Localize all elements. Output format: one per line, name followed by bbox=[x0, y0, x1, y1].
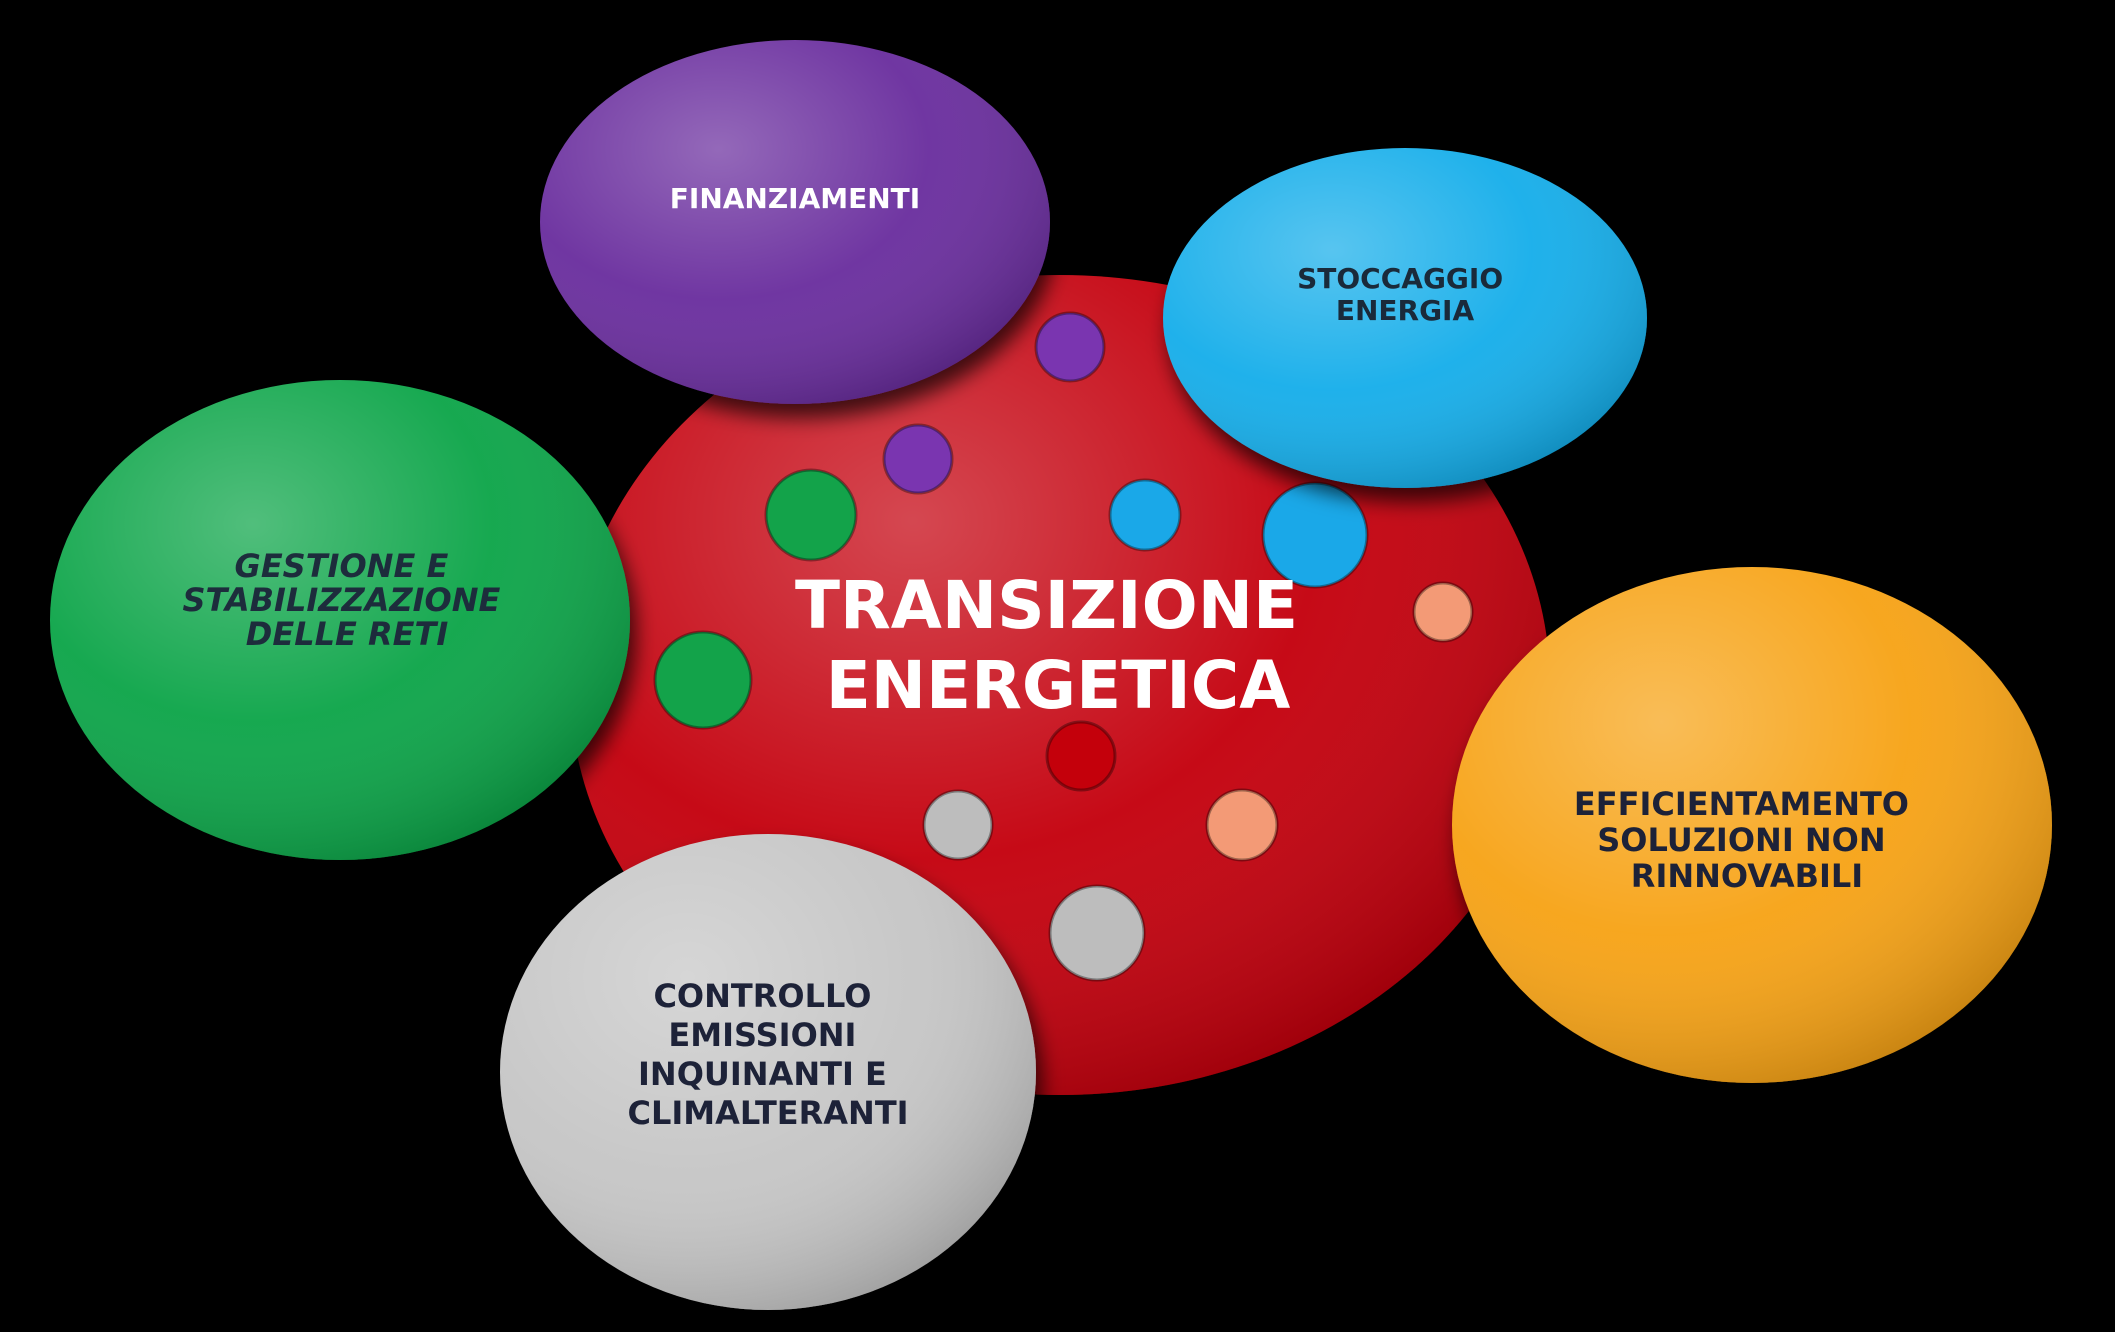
node-gestione-line-3: DELLE RETI bbox=[246, 615, 449, 653]
node-gestione: GESTIONE E STABILIZZAZIONE DELLE RETI bbox=[50, 380, 630, 860]
node-efficientamento-line-2: SOLUZIONI NON bbox=[1597, 821, 1885, 859]
center-label-line-1: TRANSIZIONE bbox=[795, 567, 1298, 644]
node-stoccaggio: STOCCAGGIO ENERGIA bbox=[1163, 148, 1647, 488]
node-gestione-line-2: STABILIZZAZIONE bbox=[182, 581, 500, 619]
dot-salmon-right bbox=[1412, 581, 1474, 643]
dot-purple-top bbox=[1034, 311, 1106, 383]
node-gestione-label: GESTIONE E STABILIZZAZIONE DELLE RETI bbox=[182, 547, 511, 653]
dot-blue-large bbox=[1261, 481, 1369, 589]
dot-gray-large bbox=[1048, 884, 1146, 982]
node-gestione-line-1: GESTIONE E bbox=[235, 547, 449, 585]
dot-salmon-lower bbox=[1205, 788, 1279, 862]
node-controllo: CONTROLLO EMISSIONI INQUINANTI E CLIMALT… bbox=[500, 834, 1036, 1310]
node-controllo-line-2: EMISSIONI bbox=[668, 1016, 856, 1054]
node-efficientamento-label: EFFICIENTAMENTO SOLUZIONI NON RINNOVABIL… bbox=[1574, 785, 1920, 895]
node-efficientamento: EFFICIENTAMENTO SOLUZIONI NON RINNOVABIL… bbox=[1452, 567, 2052, 1083]
node-gestione-shine bbox=[50, 380, 630, 860]
node-controllo-shine bbox=[500, 834, 1036, 1310]
node-stoccaggio-line-2: ENERGIA bbox=[1336, 294, 1475, 327]
node-stoccaggio-label: STOCCAGGIO ENERGIA bbox=[1297, 262, 1513, 327]
node-controllo-line-1: CONTROLLO bbox=[653, 977, 871, 1015]
node-controllo-label: CONTROLLO EMISSIONI INQUINANTI E CLIMALT… bbox=[627, 977, 908, 1132]
accent-dots bbox=[653, 311, 1474, 982]
dot-blue-small bbox=[1108, 478, 1182, 552]
node-efficientamento-shine bbox=[1452, 567, 2052, 1083]
dot-red bbox=[1045, 720, 1117, 792]
dot-green-lower bbox=[653, 630, 753, 730]
dot-purple-mid bbox=[882, 423, 954, 495]
node-controllo-line-3: INQUINANTI E bbox=[638, 1055, 887, 1093]
node-finanziamenti-line-1: FINANZIAMENTI bbox=[670, 182, 920, 215]
center-label: TRANSIZIONE ENERGETICA bbox=[795, 567, 1321, 724]
node-stoccaggio-line-1: STOCCAGGIO bbox=[1297, 262, 1503, 295]
dot-green-upper bbox=[764, 468, 858, 562]
center-label-line-2: ENERGETICA bbox=[826, 647, 1291, 724]
node-stoccaggio-shine bbox=[1163, 148, 1647, 488]
node-finanziamenti-shine bbox=[540, 40, 1050, 404]
node-efficientamento-line-3: RINNOVABILI bbox=[1631, 857, 1863, 895]
node-efficientamento-line-1: EFFICIENTAMENTO bbox=[1574, 785, 1909, 823]
dot-gray-small bbox=[922, 789, 994, 861]
node-finanziamenti-label: FINANZIAMENTI bbox=[670, 182, 920, 215]
node-controllo-line-4: CLIMALTERANTI bbox=[627, 1094, 908, 1132]
node-finanziamenti: FINANZIAMENTI bbox=[540, 40, 1050, 404]
